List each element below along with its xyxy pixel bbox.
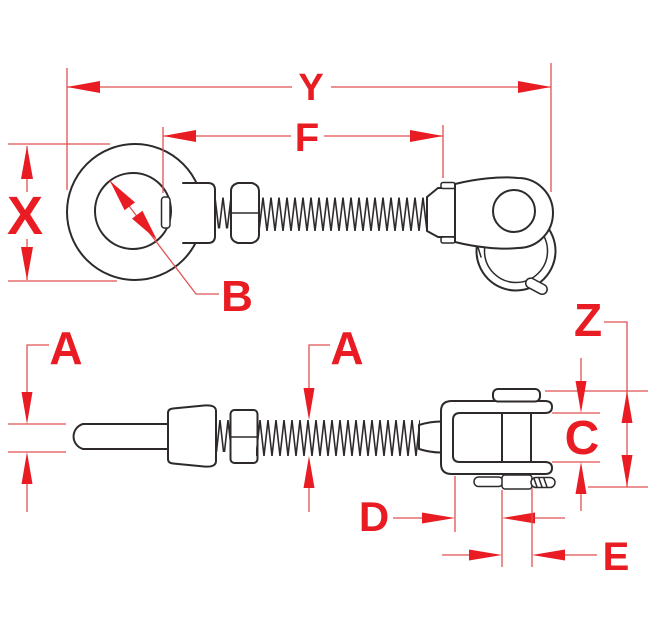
- dim-D-arrow-left: [422, 512, 455, 524]
- eye-collar-fill: [183, 183, 215, 243]
- dim-Y-arrow-left: [67, 81, 100, 93]
- dim-A-thread-arrow-top: [303, 388, 315, 420]
- dimension-E: E: [442, 488, 629, 579]
- dim-A-rod-extension-lines: [8, 423, 66, 453]
- dim-E-arrow-right: [532, 549, 565, 561]
- dimension-A-thread: A: [303, 322, 364, 512]
- thread-stub: [214, 197, 232, 229]
- dim-C-arrow-top: [575, 381, 587, 413]
- dim-Y-extension-lines: [66, 63, 552, 192]
- dim-Z-extension-lines: [545, 390, 648, 488]
- retaining-ring-left: [473, 476, 504, 488]
- dim-label-F: F: [295, 116, 319, 160]
- dim-A-thread-hook: [308, 344, 330, 388]
- dim-F-arrow-right: [410, 130, 443, 142]
- retaining-ring-hatch: [533, 477, 548, 488]
- dimension-C: C: [552, 358, 600, 511]
- dim-label-A-rod: A: [49, 322, 82, 374]
- rod-side: [72, 423, 169, 450]
- dimension-Z: Z: [545, 294, 648, 488]
- dim-Y-arrow-right: [518, 81, 551, 93]
- dim-A-rod-arrow-top: [21, 392, 33, 424]
- dimension-D: D: [359, 476, 565, 540]
- threaded-shank-side: [256, 420, 420, 456]
- dim-E-extension-lines: [501, 488, 533, 567]
- dimension-X: X: [7, 143, 117, 282]
- fork-jaw: [440, 400, 553, 475]
- side-view: [72, 388, 556, 490]
- dim-X-arrow-top: [21, 146, 33, 179]
- dim-A-thread-arrow-bottom: [303, 456, 315, 488]
- dim-Z-hook: [604, 321, 628, 487]
- dim-label-E: E: [603, 535, 630, 579]
- dim-F-extension-lines: [162, 125, 444, 193]
- toggle-neck-tab-bottom: [440, 236, 456, 244]
- thread-stub-side: [216, 420, 231, 452]
- toggle-bail-end-tip: [524, 277, 548, 296]
- dim-X-extension-lines: [8, 143, 117, 282]
- threaded-shank: [259, 197, 427, 231]
- eye-boss-cone: [167, 404, 217, 468]
- dim-B-arrow-upper: [110, 181, 135, 211]
- dim-Z-arrow-top: [621, 391, 633, 423]
- dim-A-rod-arrow-bottom: [21, 452, 33, 484]
- clevis-pin-head: [492, 388, 541, 403]
- dim-C-extension-lines: [552, 412, 600, 463]
- dim-X-arrow-bottom: [21, 247, 33, 280]
- dimension-F: F: [162, 116, 444, 193]
- dim-label-Z: Z: [574, 294, 602, 346]
- jaw-neck: [418, 420, 442, 454]
- top-view: [66, 143, 557, 296]
- dim-D-arrow-right: [502, 512, 535, 524]
- dim-label-X: X: [7, 186, 43, 246]
- dim-label-B: B: [221, 272, 253, 321]
- dim-Z-arrow-bottom: [621, 455, 633, 487]
- eye-hole-detail: [160, 196, 171, 229]
- dimension-A-rod: A: [8, 322, 83, 512]
- dim-label-A-thread: A: [330, 322, 363, 374]
- dimension-Y: Y: [66, 63, 552, 192]
- toggle-head-hole: [492, 189, 536, 233]
- dim-C-arrow-bottom: [575, 462, 587, 494]
- clevis-pin-bottom: [501, 474, 533, 490]
- toggle-neck-tab-top: [440, 181, 456, 190]
- dim-F-arrow-left: [163, 130, 196, 142]
- dim-label-D: D: [359, 493, 389, 540]
- dim-A-rod-hook: [26, 344, 49, 392]
- dim-E-arrow-left: [469, 549, 502, 561]
- toggle-neck: [426, 187, 457, 238]
- dimension-B: B: [109, 180, 253, 321]
- dim-label-C: C: [565, 412, 600, 465]
- dim-B-arrow-lower: [132, 210, 157, 240]
- dim-label-Y: Y: [298, 67, 323, 109]
